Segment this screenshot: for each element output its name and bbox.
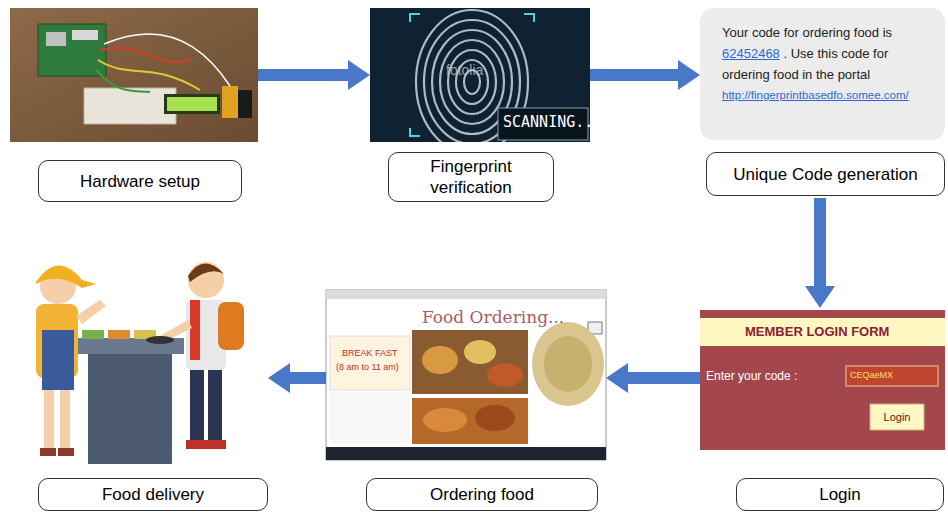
illustration-shape	[190, 300, 200, 360]
illustration-shape	[475, 405, 515, 431]
stage-caption: Unique Code generation	[706, 152, 945, 196]
code-number: 62452468	[722, 46, 780, 61]
illustration-shape	[464, 340, 496, 364]
illustration-shape	[412, 398, 528, 444]
illustration-shape	[186, 440, 206, 449]
stage-caption: Food delivery	[38, 478, 268, 511]
menu-text: (8 am to 11 am)	[336, 362, 399, 372]
flow-arrow	[258, 60, 370, 90]
sms-text: Your code for ordering food is	[722, 25, 892, 40]
illustration-shape	[218, 302, 244, 350]
illustration-shape	[164, 94, 220, 114]
process-stage: Hardware setup	[10, 8, 258, 204]
field-value: CEQaeMX	[850, 370, 893, 380]
illustration-shape	[330, 392, 410, 444]
sms-bubble	[700, 8, 945, 140]
illustration-shape	[58, 448, 74, 456]
illustration-shape	[190, 370, 204, 442]
illustration-shape	[104, 34, 230, 86]
illustration-shape	[60, 390, 70, 450]
button-text: Login	[870, 404, 924, 430]
illustration-shape	[72, 30, 98, 40]
stage-caption: Login	[736, 478, 944, 511]
food-delivery-cartoon	[36, 262, 244, 464]
illustration-shape	[448, 50, 496, 114]
watermark: fotolia	[446, 62, 483, 78]
process-stage: Fingerprint verification	[370, 8, 590, 204]
illustration-shape	[88, 352, 172, 464]
illustration-shape	[326, 447, 606, 460]
illustration-shape	[100, 48, 190, 62]
flow-arrow	[590, 60, 700, 90]
illustration-shape	[84, 88, 176, 124]
login-form	[700, 310, 945, 450]
illustration-shape	[40, 448, 56, 456]
illustration-shape	[44, 390, 54, 450]
stage-caption: Ordering food	[366, 478, 598, 511]
portal-link: http://fingerprintbasedfo.somee.com/	[722, 85, 927, 106]
illustration-shape	[544, 336, 592, 392]
illustration-shape	[46, 32, 66, 46]
sms-text: Your code for ordering food is 62452468 …	[722, 22, 927, 106]
illustration-shape	[76, 300, 106, 324]
illustration-shape	[42, 330, 74, 390]
illustration-shape	[423, 408, 467, 432]
illustration-shape	[330, 336, 410, 390]
illustration-shape	[188, 263, 224, 282]
illustration-shape	[487, 363, 523, 387]
illustration-shape	[532, 322, 604, 406]
illustration-shape	[700, 318, 945, 346]
illustration-shape	[846, 366, 938, 386]
illustration-shape	[208, 370, 222, 442]
illustration-shape	[326, 290, 606, 299]
stage-caption: Fingerprint verification	[388, 152, 554, 202]
illustration-shape	[96, 70, 150, 92]
scan-text: SCANNING...	[503, 113, 602, 131]
flow-arrow	[268, 363, 326, 393]
illustration-shape	[326, 290, 606, 460]
illustration-shape	[222, 86, 238, 118]
menu-text: BREAK FAST	[342, 348, 398, 358]
page-title: Food Ordering...	[422, 307, 564, 327]
ordering-screenshot	[326, 290, 606, 460]
stage-caption: Hardware setup	[38, 160, 242, 202]
illustration-shape	[146, 336, 174, 344]
illustration-shape	[108, 330, 130, 339]
flow-arrow	[606, 363, 700, 393]
illustration-shape	[10, 8, 258, 142]
illustration-shape	[36, 265, 96, 288]
form-title: MEMBER LOGIN FORM	[745, 324, 889, 339]
illustration-shape	[238, 90, 252, 118]
illustration-shape	[38, 24, 106, 76]
process-stage: Food delivery	[10, 228, 268, 512]
illustration-shape	[188, 262, 224, 298]
fingerprint-image	[370, 8, 590, 154]
field-label: Enter your code :	[706, 369, 797, 383]
illustration-shape	[870, 404, 924, 430]
illustration-shape	[82, 330, 104, 339]
illustration-shape	[206, 440, 226, 449]
hardware-photo	[10, 8, 258, 142]
illustration-shape	[422, 346, 458, 374]
illustration-shape	[167, 97, 217, 111]
flow-arrow	[805, 198, 835, 308]
illustration-shape	[412, 330, 528, 394]
illustration-shape	[700, 310, 945, 450]
illustration-shape	[440, 40, 504, 124]
